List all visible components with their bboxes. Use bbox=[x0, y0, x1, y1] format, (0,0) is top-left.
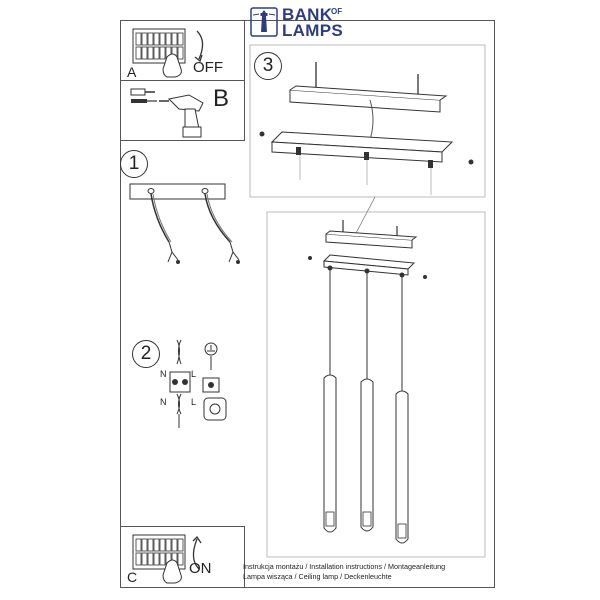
panel-b-letter: B bbox=[213, 85, 230, 112]
brand-line2: LAMPS bbox=[282, 21, 343, 40]
footer-line1: Instrukcja montażu / Installation instru… bbox=[243, 562, 446, 571]
panel-a-letter: A bbox=[127, 64, 137, 80]
instruction-sheet-frame bbox=[120, 20, 495, 588]
footer-caption: Instrukcja montażu / Installation instru… bbox=[243, 562, 473, 582]
panel-c-letter: C bbox=[127, 569, 138, 585]
panel-a-state: OFF bbox=[193, 59, 223, 76]
step-3-number: 3 bbox=[254, 52, 282, 80]
wiring-label-l-top: L bbox=[191, 369, 197, 379]
wiring-label-n-bottom: N bbox=[160, 397, 167, 407]
wiring-label-n-top: N bbox=[160, 369, 167, 379]
breaker-on-illustration bbox=[132, 534, 202, 584]
step-2-number: 2 bbox=[132, 340, 160, 368]
step-1-number: 1 bbox=[120, 150, 148, 178]
brand-of: OF bbox=[331, 7, 343, 16]
brand-line1: BANK bbox=[282, 5, 333, 24]
drill-and-anchor-illustration bbox=[130, 88, 204, 138]
panel-a: A OFF bbox=[120, 20, 245, 81]
panel-c: C ON bbox=[120, 526, 245, 588]
panel-c-state: ON bbox=[189, 560, 212, 577]
breaker-off-illustration bbox=[132, 28, 204, 78]
lighthouse-icon bbox=[250, 7, 278, 37]
wiring-label-l-bottom: L bbox=[191, 397, 197, 407]
footer-line2: Lampa wisząca / Ceiling lamp / Deckenleu… bbox=[243, 572, 392, 581]
panel-b: B bbox=[120, 80, 245, 141]
